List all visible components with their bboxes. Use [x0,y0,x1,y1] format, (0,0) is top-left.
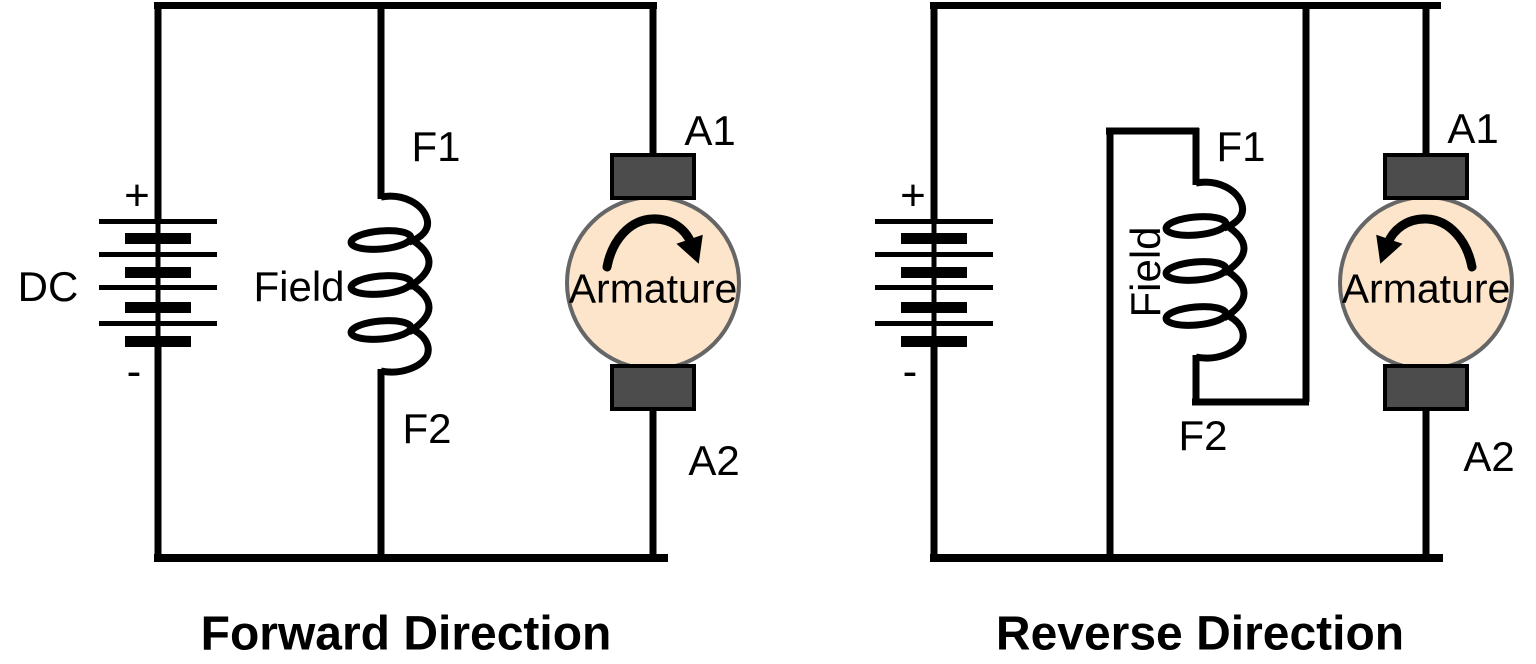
reverse-circuit [875,2,1512,562]
a2-terminal-label: A2 [1463,433,1515,480]
forward-direction-title: Forward Direction [200,607,612,661]
armature-label: Armature [1341,265,1511,312]
a2-terminal-label: A2 [688,437,740,484]
f2-terminal-label: F2 [402,405,452,452]
bottom-rail [154,554,668,562]
field-label: Field [253,263,345,310]
dc-battery [99,2,217,556]
dc-battery [875,2,993,556]
battery-minus-label: - [126,347,142,396]
a1-terminal-label: A1 [1447,105,1499,152]
top-rail [930,2,1441,9]
f2-terminal-label: F2 [1178,412,1228,459]
armature-label: Armature [568,265,738,312]
field-label: Field [1122,226,1169,318]
f1-terminal-label: F1 [1216,123,1266,170]
top-rail [154,2,657,9]
field-coil [350,196,429,372]
forward-circuit [99,2,739,562]
battery-minus-label: - [902,347,918,396]
battery-plus-label: + [900,171,926,220]
field-coil [1165,182,1244,358]
battery-plus-label: + [124,171,150,220]
f1-terminal-label: F1 [411,123,461,170]
bottom-rail [930,554,1443,562]
reverse-direction-title: Reverse Direction [995,607,1405,661]
a1-terminal-label: A1 [684,107,736,154]
dc-source-label: DC [17,263,79,310]
